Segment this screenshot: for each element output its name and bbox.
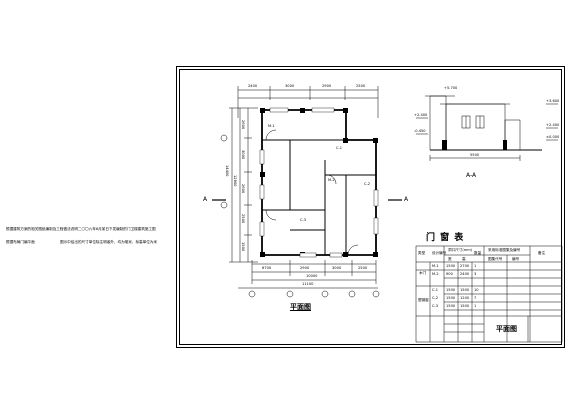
schedule-header-remark: 备注 bbox=[538, 251, 546, 255]
schedule-group-window: 塑钢窗 bbox=[418, 298, 429, 302]
row2-h: 2400 bbox=[460, 272, 470, 276]
dim-left-total: 12800 bbox=[233, 175, 237, 187]
dim-bottom-2: 2900 bbox=[300, 266, 310, 270]
label-c2: C-2 bbox=[364, 182, 371, 186]
note-line-1: 根据建筑方案的相关图纸编制及工程做法说明二〇〇六年6月某日下发编制的门卫楼建筑施… bbox=[6, 227, 156, 231]
schedule-header-std: 采用标准图集及编号 bbox=[488, 248, 521, 252]
row2-w: 900 bbox=[446, 272, 453, 276]
row1-n: 1 bbox=[474, 264, 477, 268]
schedule-header-code: 设计编号 bbox=[432, 251, 447, 255]
section-mark-right: A bbox=[404, 196, 409, 203]
row4-w: 1500 bbox=[446, 296, 456, 300]
label-c1: C-1 bbox=[336, 146, 343, 150]
row5-h: 1500 bbox=[460, 304, 470, 308]
plan-title: 平面图 bbox=[290, 303, 311, 311]
dim-bottom-3: 3000 bbox=[332, 266, 342, 270]
dim-top-2: 3000 bbox=[285, 84, 295, 88]
schedule-sub-atlas: 图集代号 bbox=[488, 257, 503, 261]
dim-top-3: 2900 bbox=[322, 84, 332, 88]
row2-code: M-2 bbox=[432, 272, 439, 276]
row5-code: C-3 bbox=[432, 304, 439, 308]
schedule-title: 门 窗 表 bbox=[426, 233, 465, 243]
elev-ground: ±0.000 bbox=[546, 135, 560, 139]
row5-n: 1 bbox=[474, 304, 477, 308]
dim-bottom-1: 6700 bbox=[262, 266, 272, 270]
drawing-border-outer bbox=[176, 66, 565, 348]
row3-code: C-1 bbox=[432, 288, 439, 292]
row1-h: 2700 bbox=[460, 264, 470, 268]
elev-mid1: +3.600 bbox=[546, 99, 560, 103]
label-m2: M-2 bbox=[328, 178, 335, 182]
dim-left-overall: 14400 bbox=[225, 165, 229, 177]
dim-left-2: 3000 bbox=[241, 150, 245, 160]
dim-total: 10000 bbox=[306, 274, 318, 278]
schedule-header-size: 洞口尺寸(mm) bbox=[448, 248, 473, 252]
row1-code: M-1 bbox=[432, 264, 439, 268]
row5-w: 1500 bbox=[446, 304, 456, 308]
note-line-2b: 图示中给出的尺寸单位除注明者外，均为毫米，标高单位为米 bbox=[60, 240, 158, 244]
row1-w: 1500 bbox=[446, 264, 456, 268]
schedule-sub-w: 宽 bbox=[448, 257, 452, 261]
dim-overall: 11100 bbox=[302, 282, 314, 286]
row3-n: 10 bbox=[474, 288, 479, 292]
label-m1: M-1 bbox=[268, 124, 275, 128]
row2-n: 3 bbox=[474, 272, 477, 276]
row3-h: 1500 bbox=[460, 288, 470, 292]
note-line-2a: 根据布局门编平面 bbox=[6, 240, 35, 244]
schedule-header-qty: 数量 bbox=[474, 251, 482, 255]
row4-n: 7 bbox=[474, 296, 477, 300]
row4-h: 1200 bbox=[460, 296, 470, 300]
elev-left: +2.400 bbox=[414, 113, 428, 117]
section-mark-left: A bbox=[203, 196, 208, 203]
dim-left-3: 2600 bbox=[241, 184, 245, 194]
titleblock-drawing-name: 平面图 bbox=[496, 325, 517, 333]
section-dim: 5500 bbox=[470, 153, 480, 157]
dim-left-4: 2500 bbox=[241, 214, 245, 224]
label-c3: C-3 bbox=[300, 218, 307, 222]
schedule-sub-h: 高 bbox=[462, 257, 466, 261]
elev-top: +5.700 bbox=[444, 86, 458, 90]
schedule-header-type: 类型 bbox=[418, 251, 426, 255]
row4-code: C-2 bbox=[432, 296, 439, 300]
dim-left-5: 1500 bbox=[241, 242, 245, 252]
row3-w: 1500 bbox=[446, 288, 456, 292]
schedule-group-door: 木门 bbox=[419, 271, 427, 275]
schedule-sub-no: 编号 bbox=[512, 257, 520, 261]
dim-left-1: 2600 bbox=[241, 120, 245, 130]
elev-mid2: +2.400 bbox=[546, 123, 560, 127]
drawing-border-inner bbox=[179, 69, 562, 345]
elev-low: -0.450 bbox=[414, 129, 426, 133]
dim-top-1: 2400 bbox=[248, 84, 258, 88]
section-title: A-A bbox=[466, 172, 477, 179]
dim-bottom-4: 2500 bbox=[358, 266, 368, 270]
dim-top-4: 2500 bbox=[356, 84, 366, 88]
